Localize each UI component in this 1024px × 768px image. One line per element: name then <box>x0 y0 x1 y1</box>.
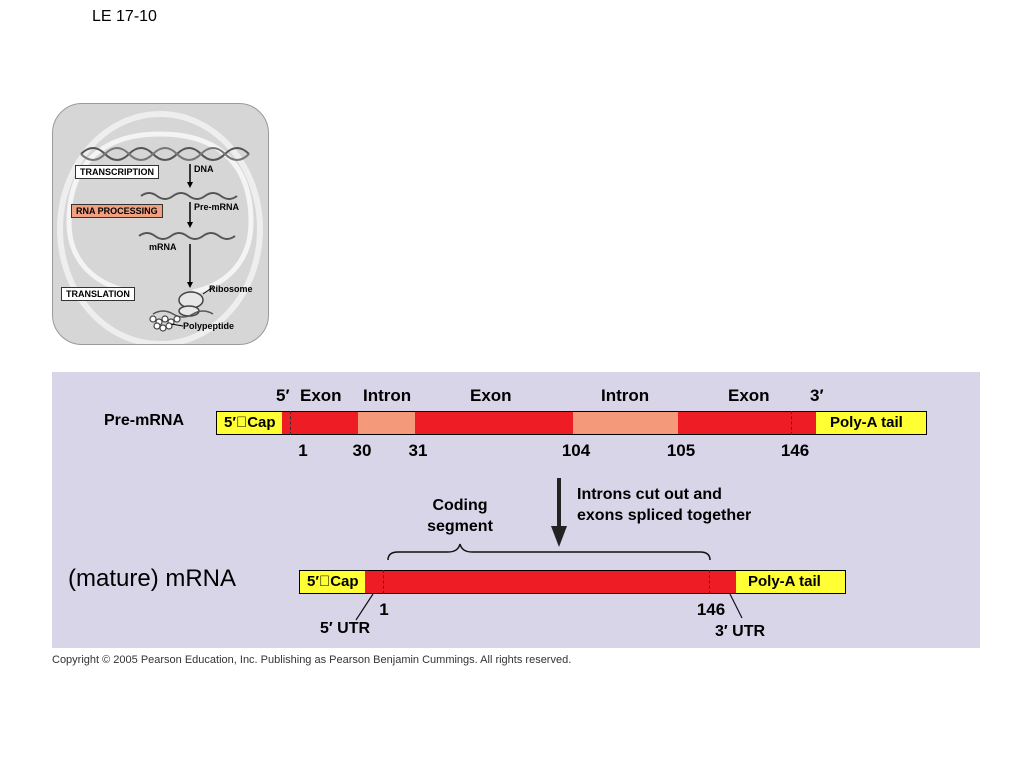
coding-segment-line-1: Coding <box>432 497 488 514</box>
region-label-exon-1: Exon <box>300 386 342 405</box>
pre-mrna-intron-1 <box>358 411 415 435</box>
pre-mrna-tail-label: Poly-A tail <box>830 414 903 431</box>
mature-mrna-label: (mature) mRNA <box>68 565 237 592</box>
utr-pointer-lines <box>355 593 743 621</box>
pre-mrna-exon-1 <box>282 411 358 435</box>
pre-mrna-five-prime: 5′ <box>276 386 290 405</box>
position-1: 1 <box>298 441 308 460</box>
splicing-note: Introns cut out and exons spliced togeth… <box>577 484 751 526</box>
mature-mrna-cap <box>299 570 365 594</box>
mature-mrna-poly-a-tail <box>736 570 846 594</box>
mature-mrna-cap-label: 5′ Cap <box>307 573 359 590</box>
mature-position-1: 1 <box>379 600 389 619</box>
dna-strand-a <box>80 147 250 161</box>
overview-illustration <box>57 111 263 344</box>
splicing-note-line-2: exons spliced together <box>577 507 752 524</box>
polypeptide-chain <box>149 315 181 332</box>
utr3-label: 3′ UTR <box>715 623 766 640</box>
region-label-intron-2: Intron <box>601 386 650 405</box>
pre-mrna-intron-2 <box>573 411 678 435</box>
splicing-note-line-1: Introns cut out and <box>577 486 722 503</box>
coding-segment-brace <box>387 543 711 561</box>
region-label-exon-3: Exon <box>728 386 770 405</box>
copyright-notice: Copyright © 2005 Pearson Education, Inc.… <box>52 654 572 666</box>
mrna-wave <box>138 232 236 240</box>
coding-segment-line-2: segment <box>427 518 493 535</box>
region-label-exon-2: Exon <box>470 386 512 405</box>
pre-mrna-exon-2 <box>415 411 573 435</box>
coding-segment-label: Coding segment <box>410 495 510 537</box>
mature-position-146: 146 <box>696 600 726 619</box>
rna-processing-label: RNA PROCESSING <box>71 204 163 218</box>
pre-mrna-small-label: Pre-mRNA <box>194 202 240 212</box>
pre-mrna-label: Pre-mRNA <box>104 412 185 429</box>
utr3-pointer <box>729 593 743 619</box>
pre-mrna-wave <box>140 192 238 200</box>
position-31: 31 <box>408 441 428 460</box>
position-30: 30 <box>352 441 372 460</box>
dna-label: DNA <box>194 164 214 174</box>
position-104: 104 <box>561 441 591 460</box>
utr5-pointer <box>355 593 374 621</box>
splicing-arrow <box>551 478 567 547</box>
dna-strand-b <box>80 147 250 161</box>
pre-mrna-cap-label: 5′ Cap <box>224 414 276 431</box>
utr5-label: 5′ UTR <box>320 620 371 637</box>
cell-outline <box>57 111 263 344</box>
ribosome-small <box>178 305 200 317</box>
translation-label: TRANSLATION <box>61 287 135 301</box>
mature-mrna-tail-label: Poly-A tail <box>748 573 821 590</box>
mrna-small-label: mRNA <box>149 242 177 252</box>
pre-mrna-poly-a-tail <box>816 411 927 435</box>
pre-mrna-exon-3 <box>678 411 816 435</box>
transcription-label: TRANSCRIPTION <box>75 165 159 179</box>
gene-expression-overview: TRANSCRIPTION RNA PROCESSING TRANSLATION… <box>52 103 269 345</box>
polypeptide-label: Polypeptide <box>183 321 235 331</box>
position-105: 105 <box>666 441 696 460</box>
pre-mrna-three-prime: 3′ <box>810 386 824 405</box>
slide-title: LE 17-10 <box>92 8 157 25</box>
mature-mrna-coding <box>365 570 736 594</box>
position-146: 146 <box>780 441 810 460</box>
region-label-intron-1: Intron <box>363 386 412 405</box>
pre-mrna-cap <box>216 411 282 435</box>
ribosome-label: Ribosome <box>209 284 253 294</box>
